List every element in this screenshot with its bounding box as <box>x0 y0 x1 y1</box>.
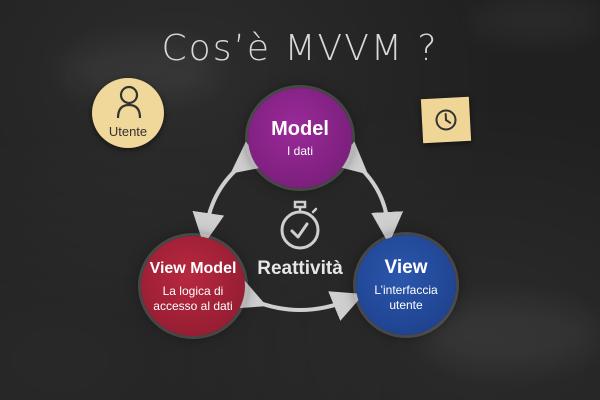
view-model-node: View Model La logica di accesso al dati <box>141 236 245 336</box>
view-desc-line2: utente <box>389 298 423 312</box>
view-name: View <box>384 257 428 278</box>
stopwatch-icon <box>280 200 320 250</box>
user-note: Utente <box>92 78 164 148</box>
clock-icon <box>435 109 457 131</box>
user-icon <box>116 85 142 119</box>
view-node: View L’interfaccia utente <box>356 235 456 335</box>
model-node: Model I dati <box>248 88 352 188</box>
chalk-smudge <box>470 0 600 40</box>
model-desc: I dati <box>286 143 313 158</box>
view-model-name: View Model <box>149 260 237 277</box>
model-name: Model <box>271 117 329 140</box>
arrow-model-viewmodel <box>192 141 266 245</box>
view-model-desc-line1: La logica di <box>162 284 224 298</box>
view-desc-line1: L’interfaccia <box>374 283 438 297</box>
arrow-viewmodel-view <box>231 279 364 321</box>
view-model-desc: La logica di accesso al dati <box>153 284 232 314</box>
sticky-note <box>420 96 472 144</box>
view-model-desc-line2: accesso al dati <box>153 299 233 313</box>
chalk-smudge <box>420 300 600 370</box>
user-label: Utente <box>108 124 148 139</box>
view-desc: L’interfaccia utente <box>374 283 437 313</box>
reactivity-label: Reattività <box>257 258 343 279</box>
diagram-title: Cos’è MVVM ? <box>161 28 439 69</box>
arrow-model-view <box>333 141 404 244</box>
